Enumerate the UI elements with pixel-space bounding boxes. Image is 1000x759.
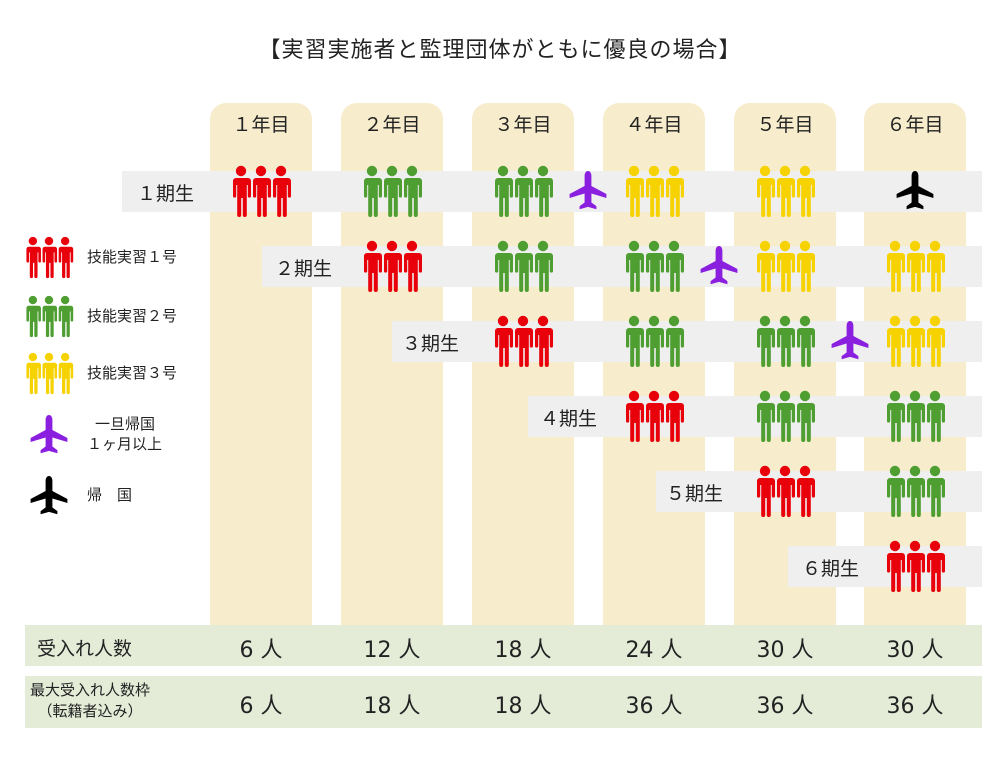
people-green-icon: [884, 465, 946, 519]
legend-label: 一旦帰国 １ヶ月以上: [87, 414, 162, 454]
accepted-count-value: 6 人: [239, 638, 283, 663]
cohort-band: [788, 546, 982, 587]
people-green-icon: [754, 315, 816, 369]
legend-label-line: 一旦帰国: [95, 415, 156, 433]
temporary-return-plane-icon: [828, 319, 872, 363]
people-yellow-icon: [24, 352, 74, 396]
people-red-icon: [754, 465, 816, 519]
legend-label: 技能実習１号: [87, 248, 178, 266]
accepted-count-value: 12 人: [363, 638, 421, 663]
max-capacity-value: 36 人: [886, 694, 944, 719]
max-capacity-label-line: 最大受入れ人数枠: [30, 681, 151, 699]
cohort-label: ６期生: [802, 558, 860, 580]
people-green-icon: [623, 315, 685, 369]
accepted-count-value: 24 人: [625, 638, 683, 663]
accepted-count-row: [25, 625, 982, 666]
people-green-icon: [492, 165, 554, 219]
legend-label: 技能実習２号: [87, 307, 178, 325]
temporary-return-plane-icon: [566, 169, 610, 213]
max-capacity-value: 36 人: [756, 694, 814, 719]
max-capacity-value: 18 人: [363, 694, 421, 719]
cohort-label: ２期生: [275, 258, 333, 280]
accepted-count-value: 18 人: [494, 638, 552, 663]
people-red-icon: [492, 315, 554, 369]
people-red-icon: [24, 236, 74, 280]
cohort-label: ５期生: [666, 483, 724, 505]
temporary-return-plane-icon: [697, 244, 741, 288]
legend-label: 技能実習３号: [87, 364, 178, 382]
people-green-icon: [24, 295, 74, 339]
max-capacity-value: 18 人: [494, 694, 552, 719]
accepted-count-label: 受入れ人数: [37, 638, 133, 660]
people-red-icon: [361, 240, 423, 294]
plane-black-icon: [24, 474, 74, 518]
plane-purple-icon: [24, 413, 74, 457]
legend-label: 帰 国: [87, 486, 133, 504]
people-red-icon: [623, 390, 685, 444]
cohort-label: ３期生: [402, 333, 460, 355]
people-green-icon: [884, 390, 946, 444]
people-green-icon: [361, 165, 423, 219]
max-capacity-label: 最大受入れ人数枠 （転籍者込み）: [30, 680, 150, 722]
people-green-icon: [623, 240, 685, 294]
cohort-label: ４期生: [540, 408, 598, 430]
accepted-count-value: 30 人: [756, 638, 814, 663]
year-header: １年目: [232, 114, 290, 136]
people-green-icon: [754, 390, 816, 444]
return-plane-icon: [893, 169, 937, 213]
people-green-icon: [492, 240, 554, 294]
year-header: ３年目: [494, 114, 552, 136]
people-yellow-icon: [623, 165, 685, 219]
year-header: ２年目: [363, 114, 421, 136]
year-header: ４年目: [625, 114, 683, 136]
people-red-icon: [230, 165, 292, 219]
year-header: ５年目: [756, 114, 814, 136]
people-yellow-icon: [754, 240, 816, 294]
year-header: ６年目: [886, 114, 944, 136]
legend-label-line: １ヶ月以上: [87, 435, 163, 453]
people-red-icon: [884, 540, 946, 594]
people-yellow-icon: [754, 165, 816, 219]
cohort-band: [392, 321, 982, 362]
cohort-label: １期生: [137, 183, 195, 205]
max-capacity-row: [25, 676, 982, 728]
people-yellow-icon: [884, 315, 946, 369]
max-capacity-label-line: （転籍者込み）: [37, 702, 143, 720]
accepted-count-value: 30 人: [886, 638, 944, 663]
cohort-band: [528, 396, 982, 437]
diagram-title: 【実習実施者と監理団体がともに優良の場合】: [258, 38, 742, 63]
max-capacity-value: 36 人: [625, 694, 683, 719]
people-yellow-icon: [884, 240, 946, 294]
max-capacity-value: 6 人: [239, 694, 283, 719]
